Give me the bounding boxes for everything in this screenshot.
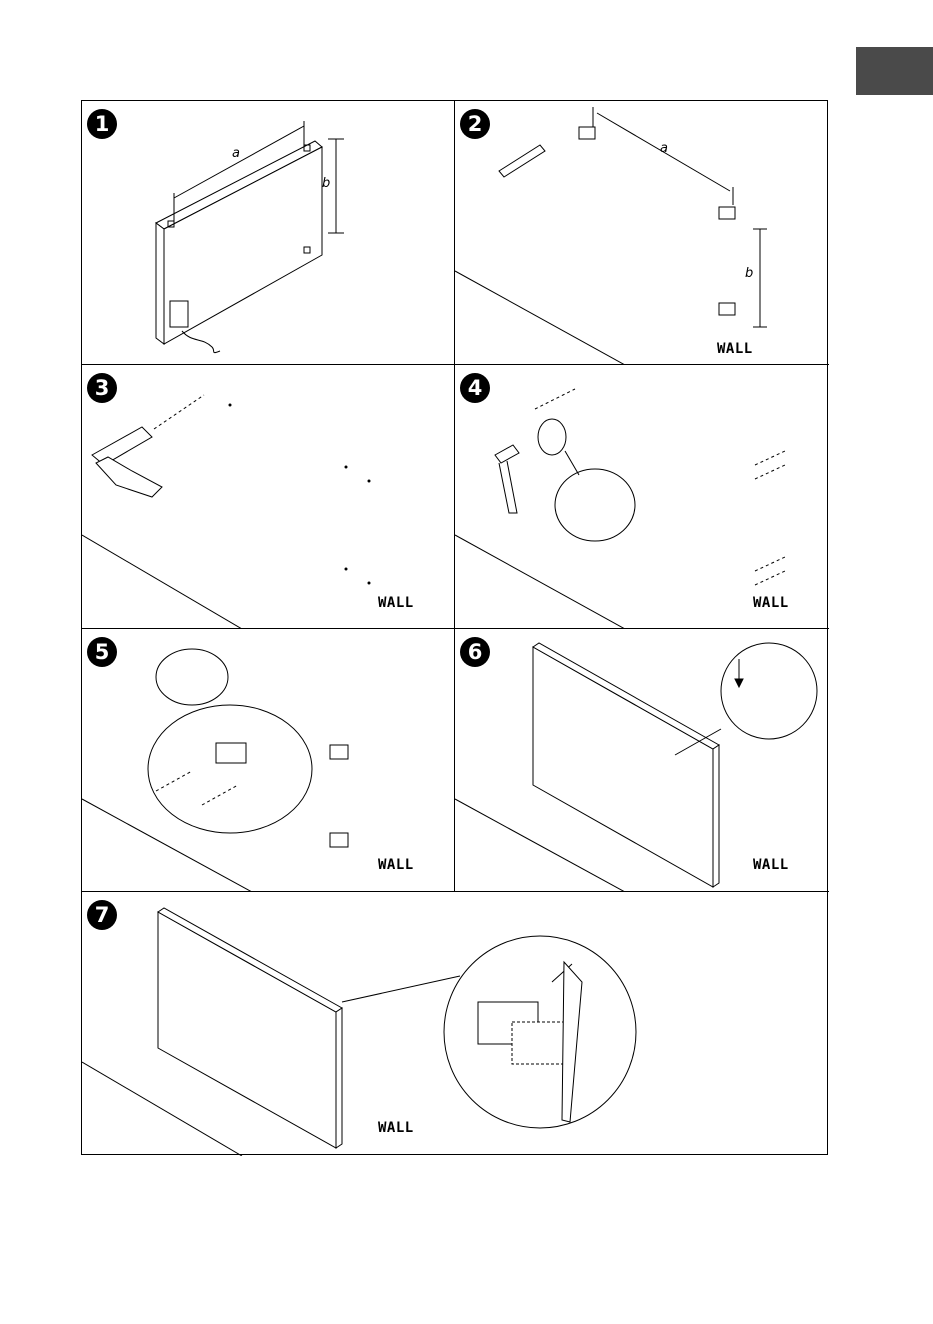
step-4-illustration bbox=[455, 365, 829, 629]
dimension-a-label: a bbox=[660, 141, 668, 156]
step-7-panel: 7 WALL bbox=[82, 892, 829, 1156]
step-4-panel: 4 WALL bbox=[455, 365, 829, 629]
wall-label: WALL bbox=[378, 595, 414, 611]
dimension-a-label: a bbox=[232, 146, 240, 161]
wall-label: WALL bbox=[753, 857, 789, 873]
step-1-panel: 1 a b bbox=[82, 101, 455, 365]
step-6-panel: 6 WALL bbox=[455, 629, 829, 892]
step-3-illustration bbox=[82, 365, 455, 629]
installation-diagram-grid: 1 a b 2 bbox=[81, 100, 828, 1155]
wall-label: WALL bbox=[717, 341, 753, 357]
step-6-illustration bbox=[455, 629, 829, 892]
step-3-panel: 3 WALL bbox=[82, 365, 455, 629]
wall-label: WALL bbox=[753, 595, 789, 611]
step-5-illustration bbox=[82, 629, 455, 892]
wall-label: WALL bbox=[378, 1120, 414, 1136]
step-2-illustration bbox=[455, 101, 829, 365]
dimension-b-label: b bbox=[322, 176, 330, 191]
dimension-b-label: b bbox=[745, 266, 753, 281]
step-5-panel: 5 WALL bbox=[82, 629, 455, 892]
step-2-panel: 2 a b WALL bbox=[455, 101, 829, 365]
language-tab bbox=[856, 47, 933, 95]
wall-label: WALL bbox=[378, 857, 414, 873]
step-7-illustration bbox=[82, 892, 829, 1156]
step-1-illustration bbox=[82, 101, 455, 365]
